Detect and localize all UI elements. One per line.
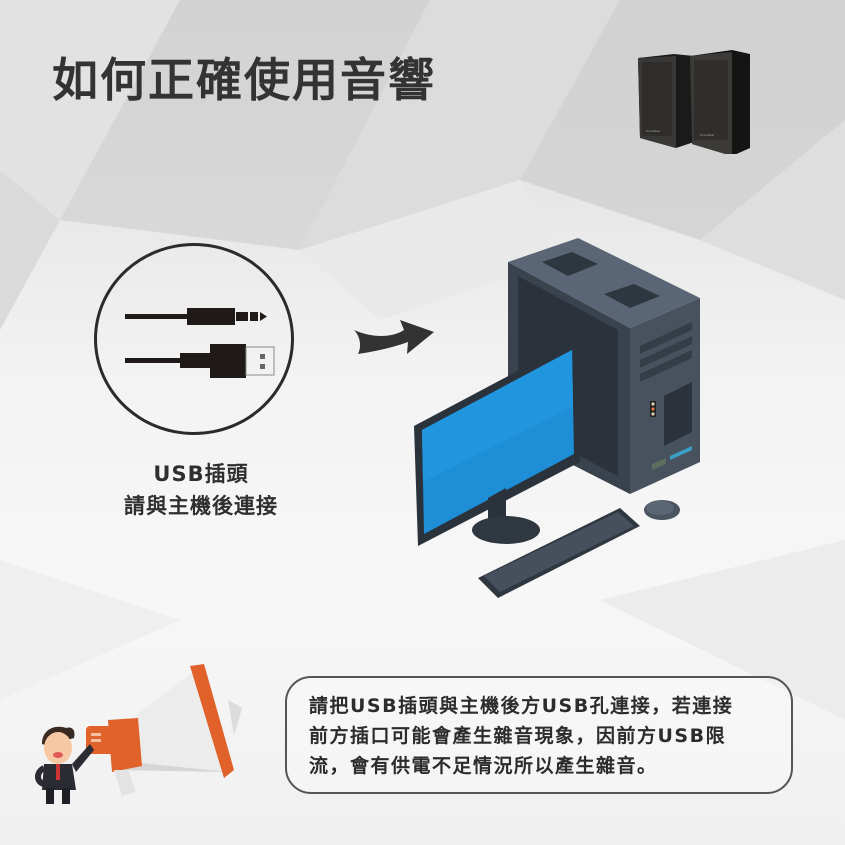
note-line-1: 請把USB插頭與主機後方USB孔連接，若連接 [309,695,734,717]
audio-jack-and-usb-cables-icon [125,308,275,378]
cable-icon-circle [94,243,294,435]
svg-text:Soundbar: Soundbar [700,133,715,137]
note-line-3: 流，會有供電不足情況所以產生雜音。 [309,755,658,777]
man-with-megaphone-illustration [35,664,242,804]
svg-text:Soundbar: Soundbar [646,129,661,133]
arrow-right-icon [354,320,434,354]
cable-caption-line2: 請與主機後連接 [124,494,278,518]
usb-connection-note: 請把USB插頭與主機後方USB孔連接，若連接 前方插口可能會產生雜音現象，因前方… [285,676,793,794]
page-title: 如何正確使用音響 [52,53,436,107]
cable-caption-line1: USB插頭 [153,462,249,486]
speakers-image: Soundbar Soundbar [638,50,750,154]
note-line-2: 前方插口可能會產生雜音現象，因前方USB限 [309,725,727,747]
desktop-computer-illustration [414,238,700,598]
cable-caption: USB插頭 請與主機後連接 [96,458,306,522]
